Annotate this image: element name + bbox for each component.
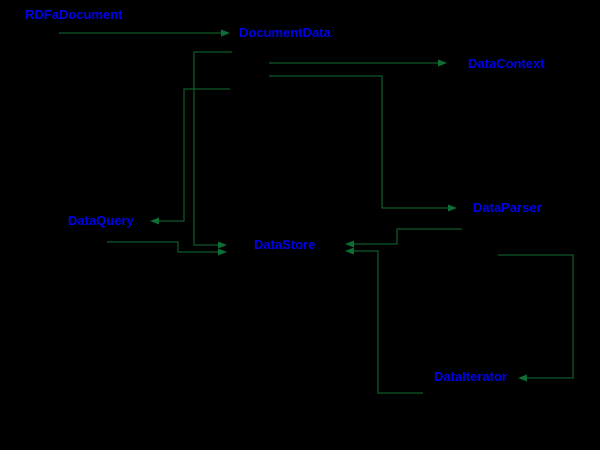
arrowhead-icon-rdfadocument-to-documentdata (221, 29, 230, 37)
node-dataquery[interactable]: DataQuery (68, 213, 134, 228)
edge-dataquery-to-datastore (107, 241, 218, 253)
arrowhead-icon-documentdata-to-dataparser (448, 204, 457, 212)
arrowhead-icon-dataparser-to-datastore (345, 240, 354, 248)
arrowhead-icon-dataiterator-to-datastore (345, 247, 354, 255)
edge-dataparser-to-dataiterator (498, 254, 574, 379)
edge-dataparser-to-datastore (354, 228, 462, 245)
node-documentdata[interactable]: DocumentData (239, 25, 331, 40)
arrowhead-icon-documentdata-to-datacontext (438, 59, 447, 67)
node-datacontext[interactable]: DataContext (468, 56, 545, 71)
arrowhead-icon-dataparser-to-dataiterator (518, 374, 527, 382)
node-dataparser[interactable]: DataParser (473, 200, 542, 215)
arrowhead-icon-documentdata-to-datastore (218, 241, 227, 249)
edge-documentdata-to-dataquery (159, 88, 230, 222)
edge-dataiterator-to-datastore (354, 250, 423, 394)
node-rdfadocument[interactable]: RDFaDocument (25, 7, 123, 22)
node-datastore[interactable]: DataStore (254, 237, 316, 252)
edge-documentdata-to-dataparser (269, 75, 448, 209)
arrowhead-icon-dataquery-to-datastore (218, 248, 227, 256)
edge-documentdata-to-datastore (193, 51, 232, 246)
node-dataiterator[interactable]: DataIterator (434, 369, 507, 384)
arrowhead-icon-documentdata-to-dataquery (150, 217, 159, 225)
